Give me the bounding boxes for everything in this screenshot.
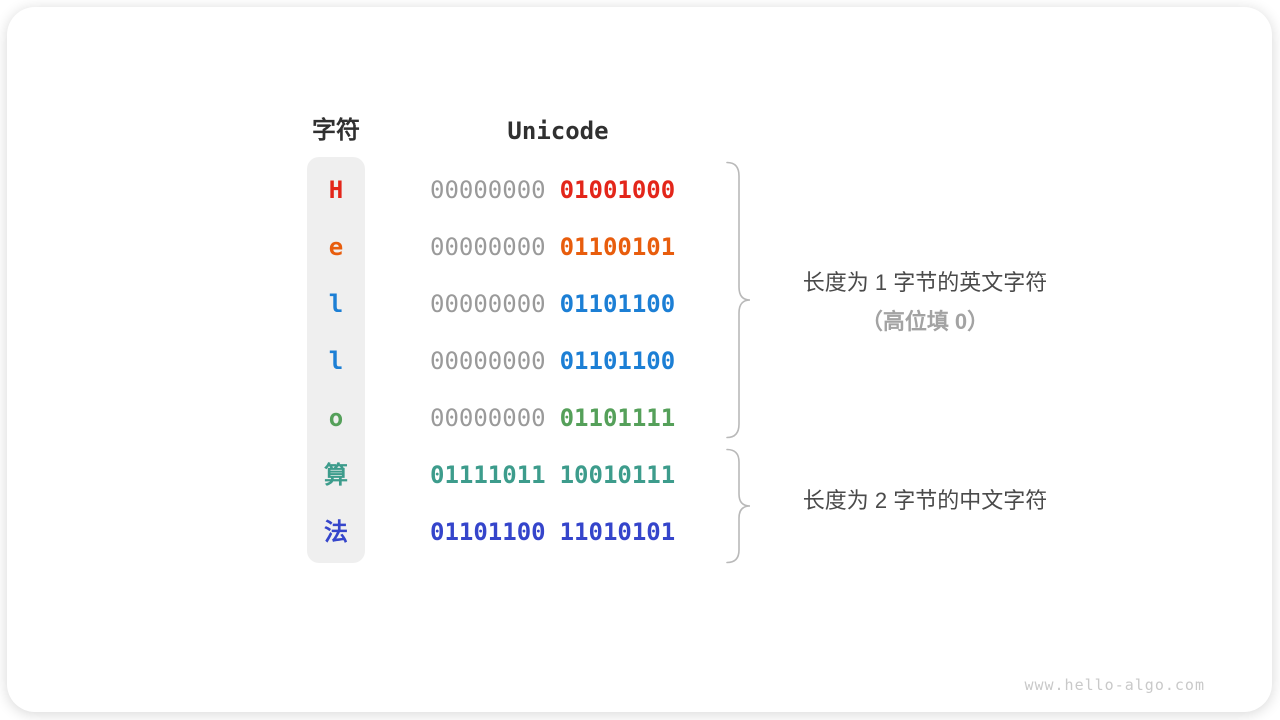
table-row: 法 01101100 11010101 xyxy=(307,504,747,561)
table-row: l 00000000 01101100 xyxy=(307,333,747,390)
unicode-high-byte: 00000000 xyxy=(430,404,546,432)
diagram-card xyxy=(7,7,1272,712)
char-column-background xyxy=(307,157,365,563)
column-header-char: 字符 xyxy=(312,117,360,144)
annotation-english-chars: 长度为 1 字节的英文字符 （高位填 0） xyxy=(758,263,1092,341)
unicode-low-byte: 10010111 xyxy=(559,461,676,489)
char-cell: l xyxy=(328,290,344,318)
char-cell: l xyxy=(328,347,344,375)
char-cell: H xyxy=(328,176,344,204)
char-cell: e xyxy=(328,233,344,261)
watermark: www.hello-algo.com xyxy=(1024,676,1205,694)
table-row: l 00000000 01101100 xyxy=(307,276,747,333)
unicode-high-byte: 01111011 xyxy=(430,461,546,489)
unicode-low-byte: 11010101 xyxy=(559,518,676,546)
table-row: H 00000000 01001000 xyxy=(307,162,747,219)
table-row: o 00000000 01101111 xyxy=(307,390,747,447)
unicode-high-byte: 00000000 xyxy=(430,347,546,375)
unicode-bytes: 01101100 11010101 xyxy=(430,504,675,561)
char-cell: 法 xyxy=(324,518,348,546)
char-cell: o xyxy=(328,404,344,432)
brace-chinese-group xyxy=(722,448,754,564)
char-cell: 算 xyxy=(324,461,348,489)
unicode-bytes: 00000000 01001000 xyxy=(430,162,675,219)
column-header-unicode: Unicode xyxy=(507,117,609,145)
unicode-low-byte: 01100101 xyxy=(559,233,676,261)
unicode-high-byte: 00000000 xyxy=(430,233,546,261)
unicode-bytes: 00000000 01101111 xyxy=(430,390,675,447)
unicode-low-byte: 01101100 xyxy=(559,347,676,375)
unicode-low-byte: 01101111 xyxy=(559,404,676,432)
unicode-bytes: 01111011 10010111 xyxy=(430,447,675,504)
unicode-bytes: 00000000 01101100 xyxy=(430,276,675,333)
table-row: e 00000000 01100101 xyxy=(307,219,747,276)
table-row: 算 01111011 10010111 xyxy=(307,447,747,504)
annotation-line: 长度为 1 字节的英文字符 xyxy=(802,270,1048,295)
unicode-high-byte: 00000000 xyxy=(430,290,546,318)
unicode-low-byte: 01101100 xyxy=(559,290,676,318)
unicode-high-byte: 00000000 xyxy=(430,176,546,204)
brace-english-group xyxy=(722,161,754,439)
unicode-bytes: 00000000 01100101 xyxy=(430,219,675,276)
unicode-low-byte: 01001000 xyxy=(559,176,676,204)
unicode-high-byte: 01101100 xyxy=(430,518,546,546)
annotation-chinese-chars: 长度为 2 字节的中文字符 xyxy=(758,481,1092,520)
unicode-bytes: 00000000 01101100 xyxy=(430,333,675,390)
annotation-line: 长度为 2 字节的中文字符 xyxy=(802,488,1048,513)
annotation-line-muted: （高位填 0） xyxy=(860,309,990,334)
